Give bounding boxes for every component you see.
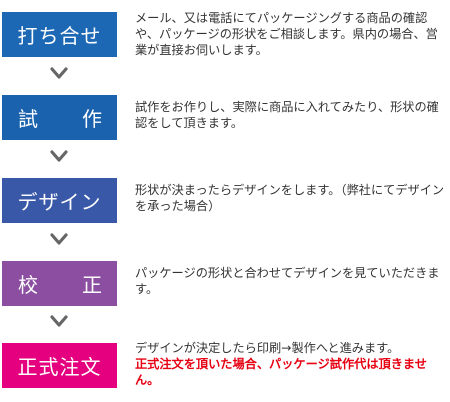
chevron-down-icon	[50, 233, 68, 245]
step-label-box: デザイン	[2, 178, 117, 223]
step-description: 形状が決まったらデザインをします。（弊社にてデザインを承った場合）	[135, 182, 447, 214]
chevron-down-icon	[50, 67, 68, 79]
chevron-down-icon	[50, 315, 68, 327]
step-label: デザイン	[17, 190, 102, 214]
step-description-text: メール、又は電話にてパッケージングする商品の確認や、パッケージの形状をご相談しま…	[135, 11, 438, 57]
step-label-char: 校	[18, 273, 39, 297]
step-label-box: 打ち合せ	[2, 12, 117, 57]
step-emphasis-note: 正式注文を頂いた場合、パッケージ試作代は頂きません。	[135, 357, 427, 387]
step-label-box: 試 作	[2, 95, 117, 140]
step-label: 打ち合せ	[17, 24, 102, 48]
step-description: 試作をお作りし、実際に商品に入れてみたり、形状の確認をして頂きます。	[135, 99, 447, 131]
step-description: メール、又は電話にてパッケージングする商品の確認や、パッケージの形状をご相談しま…	[135, 10, 447, 58]
step-label-box: 正式注文	[2, 343, 117, 388]
step-description-text: 形状が決まったらデザインをします。（弊社にてデザインを承った場合）	[135, 183, 445, 213]
step-label-char: 試	[18, 107, 39, 131]
step-description-text: デザインが決定したら印刷→製作へと進みます。	[135, 341, 400, 355]
step-description: パッケージの形状と合わせてデザインを見ていただきます。	[135, 265, 447, 297]
chevron-down-icon	[50, 150, 68, 162]
step-label-box: 校 正	[2, 261, 117, 306]
step-description-text: パッケージの形状と合わせてデザインを見ていただきます。	[135, 266, 440, 296]
step-label: 正式注文	[17, 355, 102, 379]
step-label-char: 作	[82, 107, 103, 131]
step-description-text: 試作をお作りし、実際に商品に入れてみたり、形状の確認をして頂きます。	[135, 100, 439, 130]
step-description: デザインが決定したら印刷→製作へと進みます。 正式注文を頂いた場合、パッケージ試…	[135, 340, 447, 388]
step-label-char: 正	[82, 273, 103, 297]
